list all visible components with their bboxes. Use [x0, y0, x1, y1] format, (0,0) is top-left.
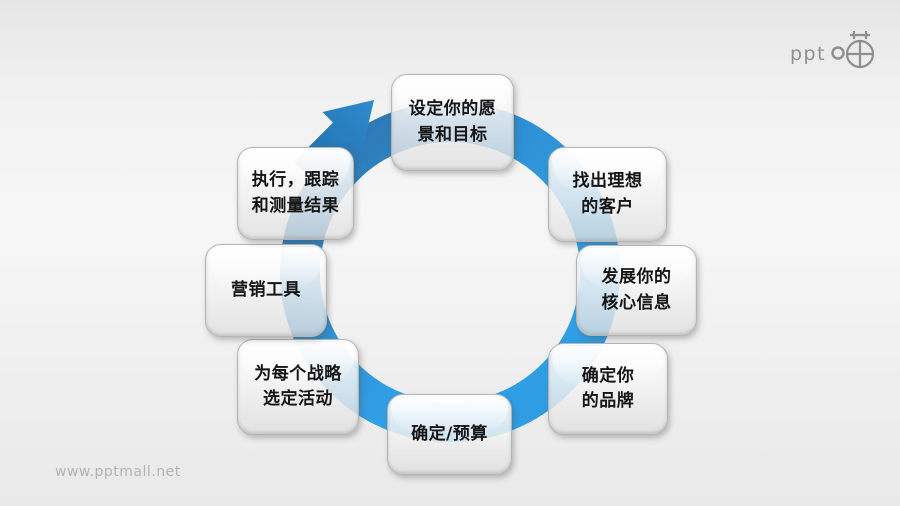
process-step-label: 找出理想 的客户: [572, 171, 643, 217]
pptmall-logo: PPT: [790, 31, 875, 69]
watermark-url: www.pptmall.net: [55, 464, 181, 480]
process-step-label: 确定你 的品牌: [581, 365, 635, 412]
process-step-label: 营销工具: [231, 279, 301, 300]
logo-small-circle-icon: [831, 46, 845, 60]
process-step-label: 为每个战略 选定活动: [254, 363, 342, 410]
process-step-marketing-tools: 营销工具: [205, 244, 327, 337]
process-step-find-ideal-customers: 找出理想 的客户: [548, 147, 667, 242]
process-step-label: 执行，跟踪 和测量结果: [251, 170, 340, 216]
process-step-execute-track-measure: 执行，跟踪 和测量结果: [237, 147, 354, 240]
process-step-define-your-brand: 确定你 的品牌: [548, 343, 668, 435]
process-step-develop-core-message: 发展你的 核心信息: [576, 245, 697, 336]
process-step-label: 确定/预算: [411, 423, 488, 444]
process-step-label: 发展你的 核心信息: [601, 267, 672, 313]
pptmall-logo-text: PPT: [790, 43, 826, 65]
process-step-set-vision-goals: 设定你的愿 景和目标: [391, 74, 514, 171]
process-step-select-activities: 为每个战略 选定活动: [237, 339, 359, 435]
process-step-label: 设定你的愿 景和目标: [408, 99, 497, 145]
logo-globe-icon: [845, 31, 875, 69]
process-step-define-budget: 确定/预算: [387, 394, 512, 475]
